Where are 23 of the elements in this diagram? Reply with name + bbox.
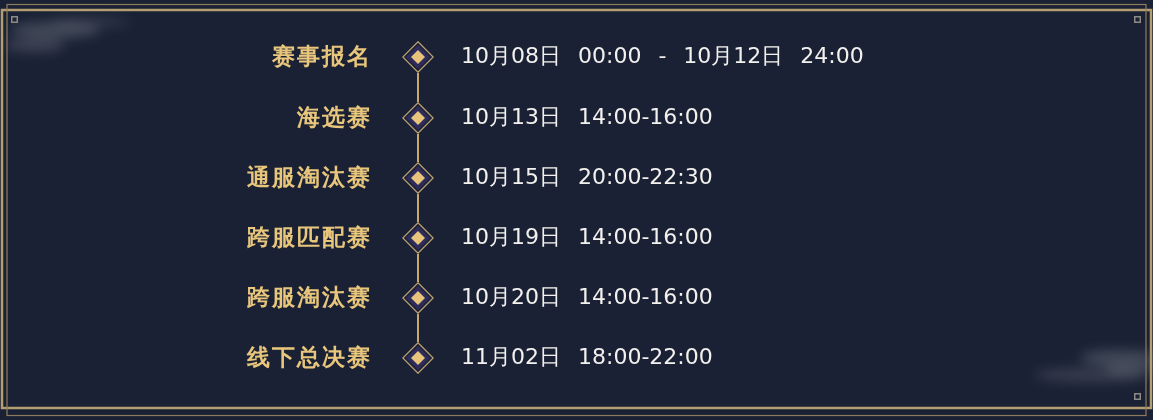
stage-name: 跨服匹配赛 (247, 223, 372, 251)
diamond-marker (402, 162, 434, 194)
stage-name: 海选赛 (297, 103, 372, 131)
connector-line (417, 72, 419, 103)
date-time-text: 10月13日 14:00-16:00 (461, 104, 713, 130)
connector-line (417, 193, 419, 223)
diamond-marker (402, 342, 434, 374)
diamond-marker (402, 41, 434, 73)
stage-name: 通服淘汰赛 (247, 163, 372, 191)
date-time-text: 10月08日 00:00 - 10月12日 24:00 (461, 43, 864, 69)
connector-line (417, 133, 419, 163)
stage-name: 跨服淘汰赛 (247, 283, 372, 311)
date-time-text: 10月15日 20:00-22:30 (461, 164, 713, 190)
diamond-marker (402, 282, 434, 314)
connector-line (417, 313, 419, 343)
date-time-text: 10月20日 14:00-16:00 (461, 284, 713, 310)
date-time-text: 11月02日 18:00-22:00 (461, 344, 713, 370)
date-time-text: 10月19日 14:00-16:00 (461, 224, 713, 250)
diamond-marker (402, 222, 434, 254)
stage-name: 线下总决赛 (247, 343, 372, 371)
diamond-marker (402, 102, 434, 134)
connector-line (417, 253, 419, 283)
stage-name: 赛事报名 (272, 42, 372, 70)
